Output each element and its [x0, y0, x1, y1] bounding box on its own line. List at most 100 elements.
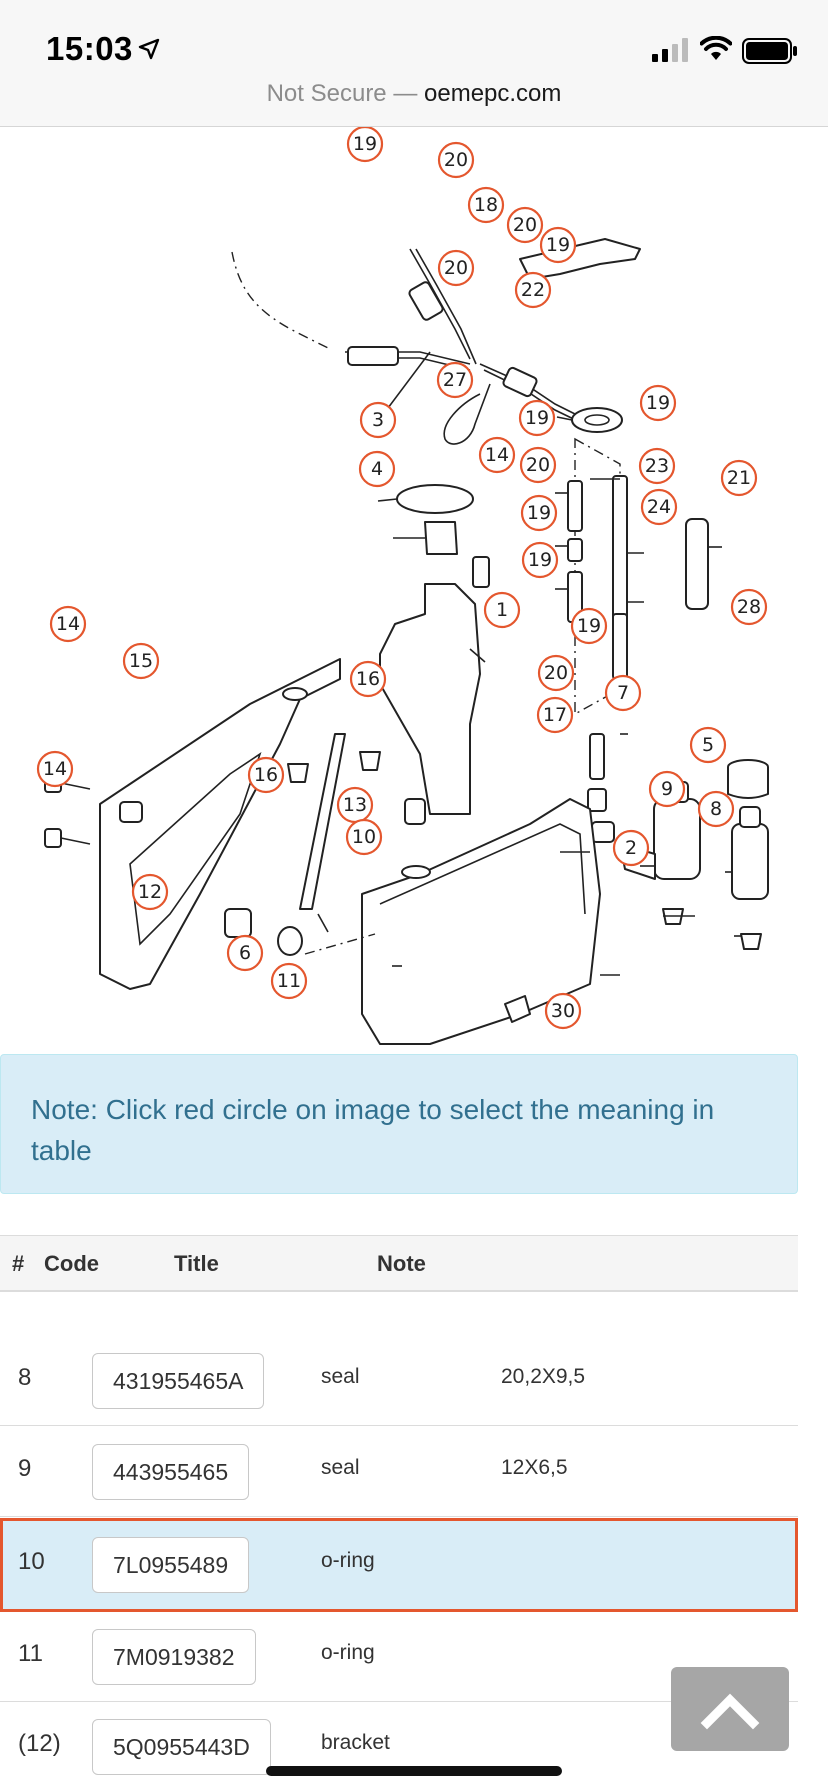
callout-16[interactable]: 16: [247, 756, 285, 794]
callout-circle[interactable]: [358, 450, 396, 488]
callout-24[interactable]: 24: [640, 488, 678, 526]
callout-17[interactable]: 17: [536, 696, 574, 734]
callout-14[interactable]: 14: [36, 750, 74, 788]
callout-circle[interactable]: [520, 494, 558, 532]
callout-19[interactable]: 19: [570, 607, 608, 645]
table-row[interactable]: (12) 5Q0955443D bracket: [0, 1702, 798, 1792]
callout-circle[interactable]: [514, 271, 552, 309]
callout-circle[interactable]: [478, 436, 516, 474]
callout-circle[interactable]: [437, 249, 475, 287]
grommet: [571, 407, 623, 433]
callout-circle[interactable]: [697, 790, 735, 828]
table-row[interactable]: 8 431955465A seal 20,2X9,5: [0, 1336, 798, 1426]
callout-circle[interactable]: [359, 401, 397, 439]
callout-15[interactable]: 15: [122, 642, 160, 680]
callout-20[interactable]: 20: [506, 206, 544, 244]
callout-circle[interactable]: [36, 750, 74, 788]
callout-circle[interactable]: [640, 488, 678, 526]
callout-circle[interactable]: [570, 607, 608, 645]
callout-circle[interactable]: [536, 696, 574, 734]
callout-7[interactable]: 7: [604, 674, 642, 712]
callout-5[interactable]: 5: [689, 726, 727, 764]
part-title: seal: [321, 1456, 360, 1479]
callout-circle[interactable]: [519, 446, 557, 484]
part-code-button[interactable]: 443955465: [92, 1444, 250, 1500]
callout-circle[interactable]: [49, 605, 87, 643]
callout-19[interactable]: 19: [539, 226, 577, 264]
callout-22[interactable]: 22: [514, 271, 552, 309]
callout-circle[interactable]: [437, 141, 475, 179]
table-row[interactable]: 9 443955465 seal 12X6,5: [0, 1427, 798, 1517]
callout-20[interactable]: 20: [537, 654, 575, 692]
callout-circle[interactable]: [539, 226, 577, 264]
callout-circle[interactable]: [638, 447, 676, 485]
washer-reservoir: [361, 798, 601, 1045]
callout-circle[interactable]: [506, 206, 544, 244]
callout-circle[interactable]: [436, 361, 474, 399]
callout-circle[interactable]: [345, 818, 383, 856]
callout-11[interactable]: 11: [270, 962, 308, 1000]
part-code-button[interactable]: 431955465A: [92, 1353, 265, 1409]
callout-10[interactable]: 10: [345, 818, 383, 856]
callout-12[interactable]: 12: [131, 873, 169, 911]
callout-circle[interactable]: [131, 873, 169, 911]
callout-circle[interactable]: [270, 962, 308, 1000]
part-code-button[interactable]: 7L0955489: [92, 1537, 250, 1593]
callout-circle[interactable]: [247, 756, 285, 794]
callout-9[interactable]: 9: [648, 770, 686, 808]
callout-circle[interactable]: [612, 829, 650, 867]
callout-circle[interactable]: [226, 934, 264, 972]
callout-20[interactable]: 20: [437, 249, 475, 287]
callout-14[interactable]: 14: [478, 436, 516, 474]
callout-4[interactable]: 4: [358, 450, 396, 488]
callout-circle[interactable]: [730, 588, 768, 626]
home-indicator: [266, 1766, 562, 1776]
callout-19[interactable]: 19: [520, 494, 558, 532]
callout-circle[interactable]: [122, 642, 160, 680]
callout-circle[interactable]: [483, 591, 521, 629]
callout-13[interactable]: 13: [336, 786, 374, 824]
callout-3[interactable]: 3: [359, 401, 397, 439]
callout-21[interactable]: 21: [720, 459, 758, 497]
callout-27[interactable]: 27: [436, 361, 474, 399]
scroll-to-top-button[interactable]: [671, 1667, 789, 1751]
address-bar[interactable]: Not Secure — oemepc.com: [0, 80, 828, 108]
callout-circle[interactable]: [544, 992, 582, 1030]
callout-circle[interactable]: [604, 674, 642, 712]
callout-6[interactable]: 6: [226, 934, 264, 972]
table-row[interactable]: 11 7M0919382 o-ring: [0, 1612, 798, 1702]
callout-16[interactable]: 16: [349, 660, 387, 698]
callout-circle[interactable]: [537, 654, 575, 692]
callout-19[interactable]: 19: [346, 127, 384, 163]
callout-19[interactable]: 19: [518, 399, 556, 437]
callout-20[interactable]: 20: [519, 446, 557, 484]
callout-28[interactable]: 28: [730, 588, 768, 626]
callout-30[interactable]: 30: [544, 992, 582, 1030]
callout-label: 20: [513, 214, 537, 236]
callout-14[interactable]: 14: [49, 605, 87, 643]
callout-circle[interactable]: [648, 770, 686, 808]
callout-8[interactable]: 8: [697, 790, 735, 828]
callout-circle[interactable]: [346, 127, 384, 163]
part-code-button[interactable]: 7M0919382: [92, 1629, 256, 1685]
callout-19[interactable]: 19: [639, 384, 677, 422]
callout-circle[interactable]: [521, 541, 559, 579]
callout-circle[interactable]: [518, 399, 556, 437]
part-code-button[interactable]: 5Q0955443D: [92, 1719, 271, 1775]
callout-circle[interactable]: [467, 186, 505, 224]
washer-pump: [653, 798, 701, 880]
callout-2[interactable]: 2: [612, 829, 650, 867]
callout-circle[interactable]: [639, 384, 677, 422]
callout-20[interactable]: 20: [437, 141, 475, 179]
callout-circle[interactable]: [689, 726, 727, 764]
callout-circle[interactable]: [720, 459, 758, 497]
callout-label: 6: [239, 942, 251, 964]
row-number: 9: [18, 1455, 32, 1482]
callout-19[interactable]: 19: [521, 541, 559, 579]
callout-1[interactable]: 1: [483, 591, 521, 629]
table-row-selected[interactable]: 10 7L0955489 o-ring: [0, 1518, 798, 1612]
callout-circle[interactable]: [349, 660, 387, 698]
callout-18[interactable]: 18: [467, 186, 505, 224]
callout-23[interactable]: 23: [638, 447, 676, 485]
